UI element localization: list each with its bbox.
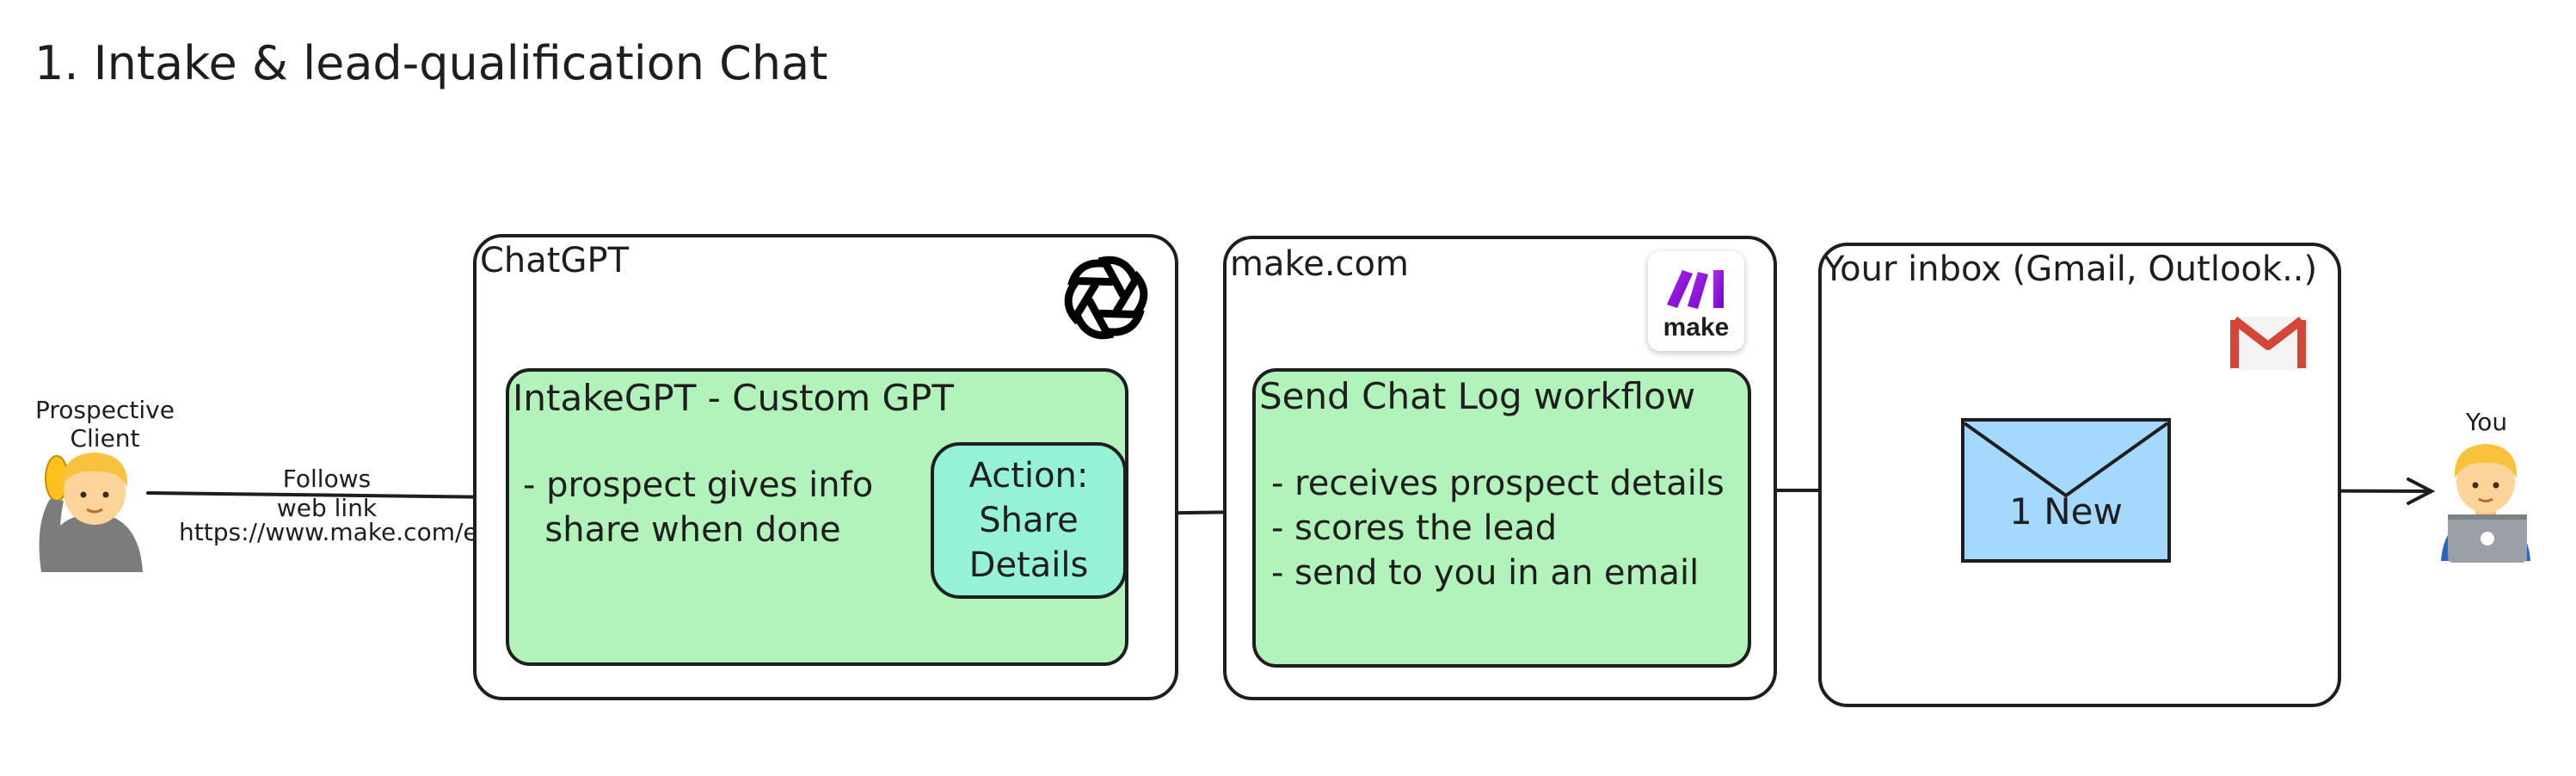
intakegpt-bullets: - prospect gives info share when done bbox=[523, 463, 873, 552]
make-logo-icon: make bbox=[1648, 251, 1744, 351]
send-chat-log-box bbox=[1252, 368, 1751, 668]
link-label-line1: Follows bbox=[282, 465, 372, 493]
intakegpt-title: IntakeGPT - Custom GPT bbox=[513, 377, 955, 419]
diagram-title: 1. Intake & lead-qualification Chat bbox=[34, 36, 828, 90]
action-line-3: Details bbox=[968, 545, 1089, 585]
make-bullet-3: - send to you in an email bbox=[1271, 553, 1700, 593]
client-label-line2: Client bbox=[70, 424, 140, 453]
arrow-client-to-chatgpt bbox=[146, 491, 505, 499]
send-chat-log-title: Send Chat Log workflow bbox=[1259, 375, 1696, 417]
inbox-panel-label: Your inbox (Gmail, Outlook..) bbox=[1823, 249, 2318, 289]
intakegpt-bullet-2: share when done bbox=[523, 510, 841, 550]
link-label: Follows web link bbox=[258, 465, 396, 523]
link-label-line2: web link bbox=[276, 494, 378, 522]
chatgpt-panel-label: ChatGPT bbox=[480, 241, 630, 280]
action-line-1: Action: bbox=[968, 456, 1089, 496]
share-details-action: Action: Share Details bbox=[931, 442, 1127, 599]
action-line-2: Share bbox=[979, 501, 1079, 540]
client-label: Prospective Client bbox=[28, 396, 182, 453]
envelope-icon: 1 New bbox=[1961, 418, 2171, 563]
send-chat-log-bullets: - receives prospect details - scores the… bbox=[1271, 461, 1725, 595]
make-bullet-1: - receives prospect details bbox=[1271, 464, 1725, 503]
client-label-line1: Prospective bbox=[35, 396, 175, 424]
make-bullet-2: - scores the lead bbox=[1271, 508, 1558, 548]
make-logo-text: make bbox=[1663, 313, 1730, 342]
intakegpt-bullet-1: - prospect gives info bbox=[523, 465, 874, 505]
you-label: You bbox=[2465, 408, 2508, 436]
make-panel-label: make.com bbox=[1230, 244, 1409, 284]
envelope-text: 1 New bbox=[2009, 490, 2123, 533]
